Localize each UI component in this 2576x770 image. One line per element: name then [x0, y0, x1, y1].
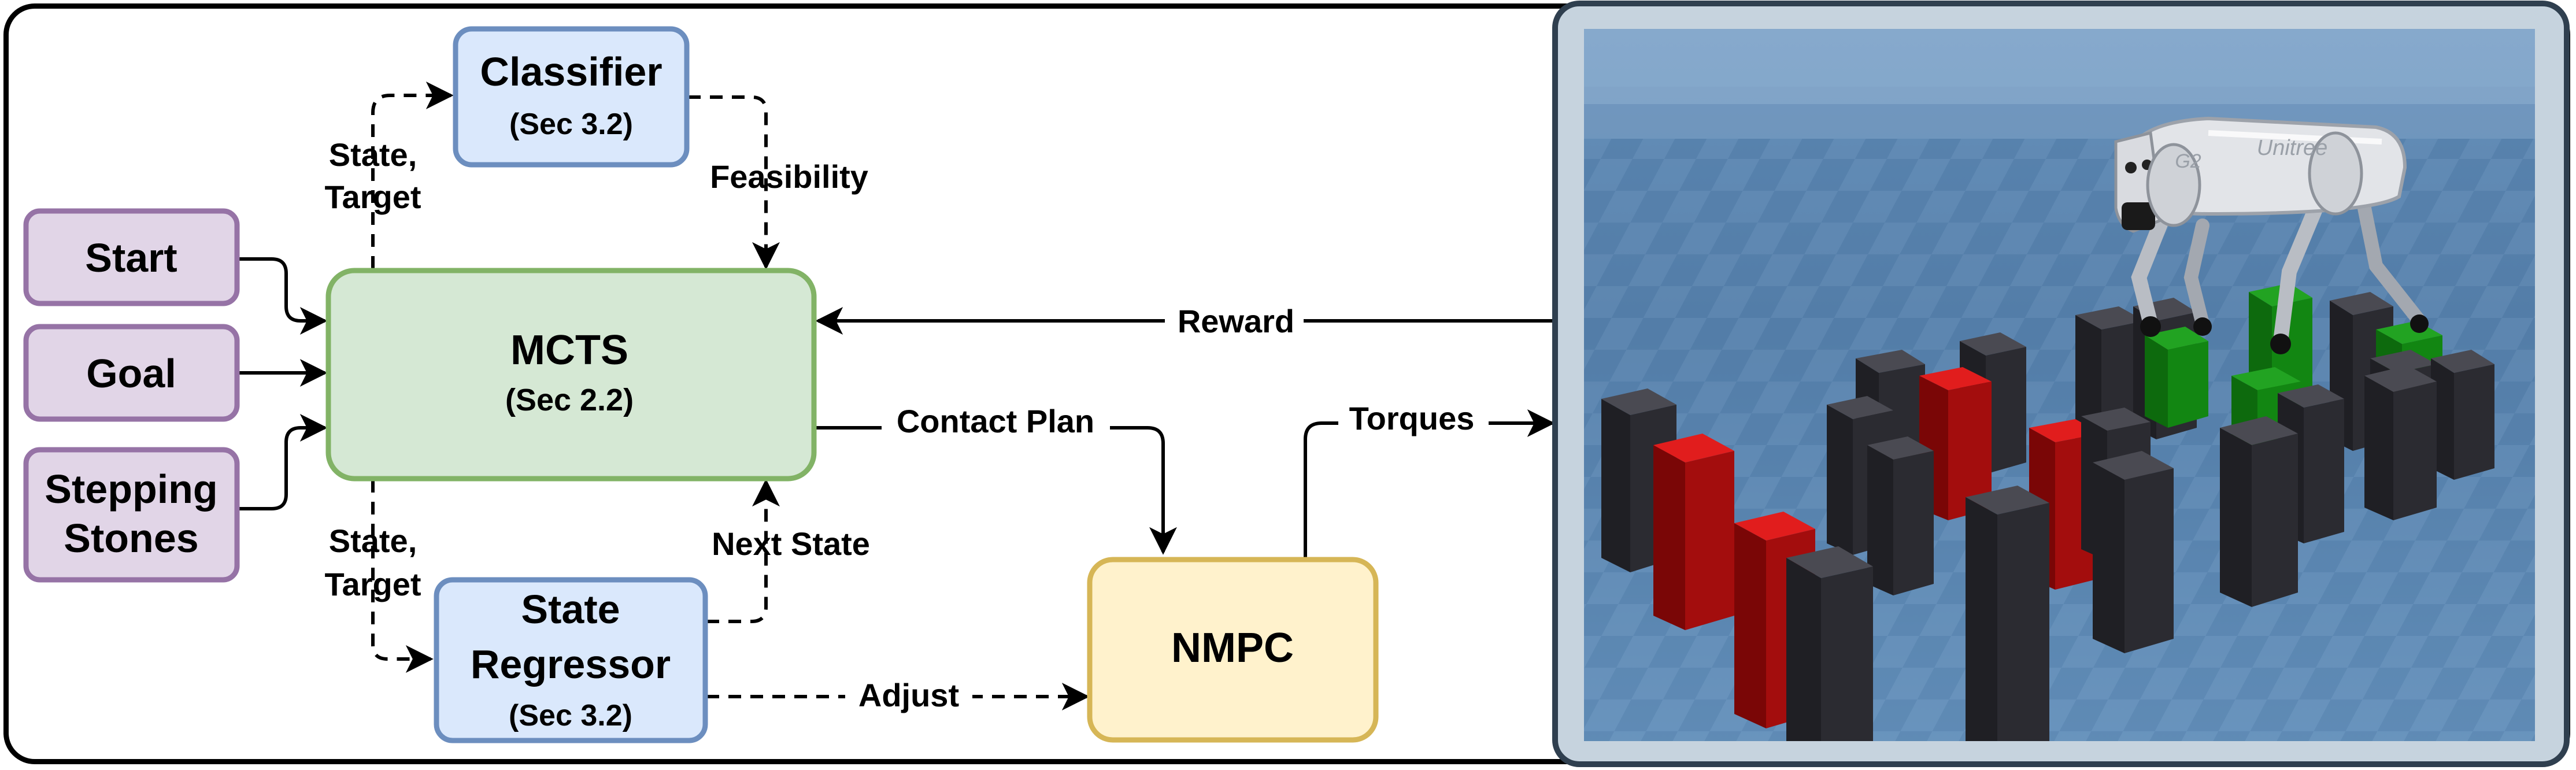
regressor-sub: (Sec 3.2) [509, 699, 632, 732]
label-feasibility: Feasibility [710, 158, 868, 195]
regressor-line1: State [521, 587, 620, 632]
node-goal: Goal [23, 324, 240, 422]
robot-model: G2 [2175, 150, 2201, 172]
edge-regressor-mcts [706, 479, 780, 623]
label-state-target-bottom: State, Target [325, 523, 421, 602]
svg-text:Target: Target [325, 566, 421, 602]
goal-title: Goal [86, 351, 176, 396]
simulation-view: Unitree G2 [1584, 29, 2535, 741]
start-title: Start [85, 235, 177, 280]
label-contact-plan: Contact Plan [897, 403, 1094, 439]
node-start: Start [23, 208, 240, 306]
node-mcts: MCTS (Sec 2.2) [325, 268, 817, 482]
label-state-target-top: State, Target [325, 136, 421, 215]
svg-text:State,: State, [329, 136, 417, 173]
edge-start-mcts [238, 257, 328, 335]
classifier-sub: (Sec 3.2) [509, 108, 633, 141]
regressor-line2: Regressor [471, 642, 671, 687]
svg-text:State,: State, [329, 523, 417, 559]
label-next-state: Next State [712, 525, 870, 562]
simulation-panel: Unitree G2 [1552, 1, 2570, 767]
edge-torques [1304, 409, 1555, 558]
robot-brand: Unitree [2257, 136, 2328, 160]
label-torques: Torques [1349, 400, 1475, 436]
node-classifier: Classifier (Sec 3.2) [453, 26, 690, 168]
stepping-line2: Stones [64, 516, 198, 561]
stepping-line1: Stepping [45, 467, 217, 512]
node-nmpc: NMPC [1087, 557, 1379, 743]
edge-stepping-mcts [238, 414, 328, 510]
mcts-sub: (Sec 2.2) [505, 383, 634, 417]
mcts-title: MCTS [510, 327, 628, 373]
edge-classifier-mcts [688, 95, 780, 270]
edge-mcts-regressor [371, 480, 434, 673]
node-state-regressor: State Regressor (Sec 3.2) [434, 577, 708, 743]
classifier-title: Classifier [480, 49, 662, 94]
pillar-group [1601, 283, 2494, 741]
label-reward: Reward [1178, 303, 1294, 339]
quadruped-robot: Unitree G2 [2114, 116, 2429, 354]
svg-text:Target: Target [325, 179, 421, 215]
nmpc-title: NMPC [1171, 625, 1294, 671]
edge-mcts-classifier [371, 82, 454, 269]
node-stepping-stones: Stepping Stones [23, 447, 240, 583]
label-adjust: Adjust [858, 677, 959, 713]
edge-contact-plan [815, 426, 1177, 555]
